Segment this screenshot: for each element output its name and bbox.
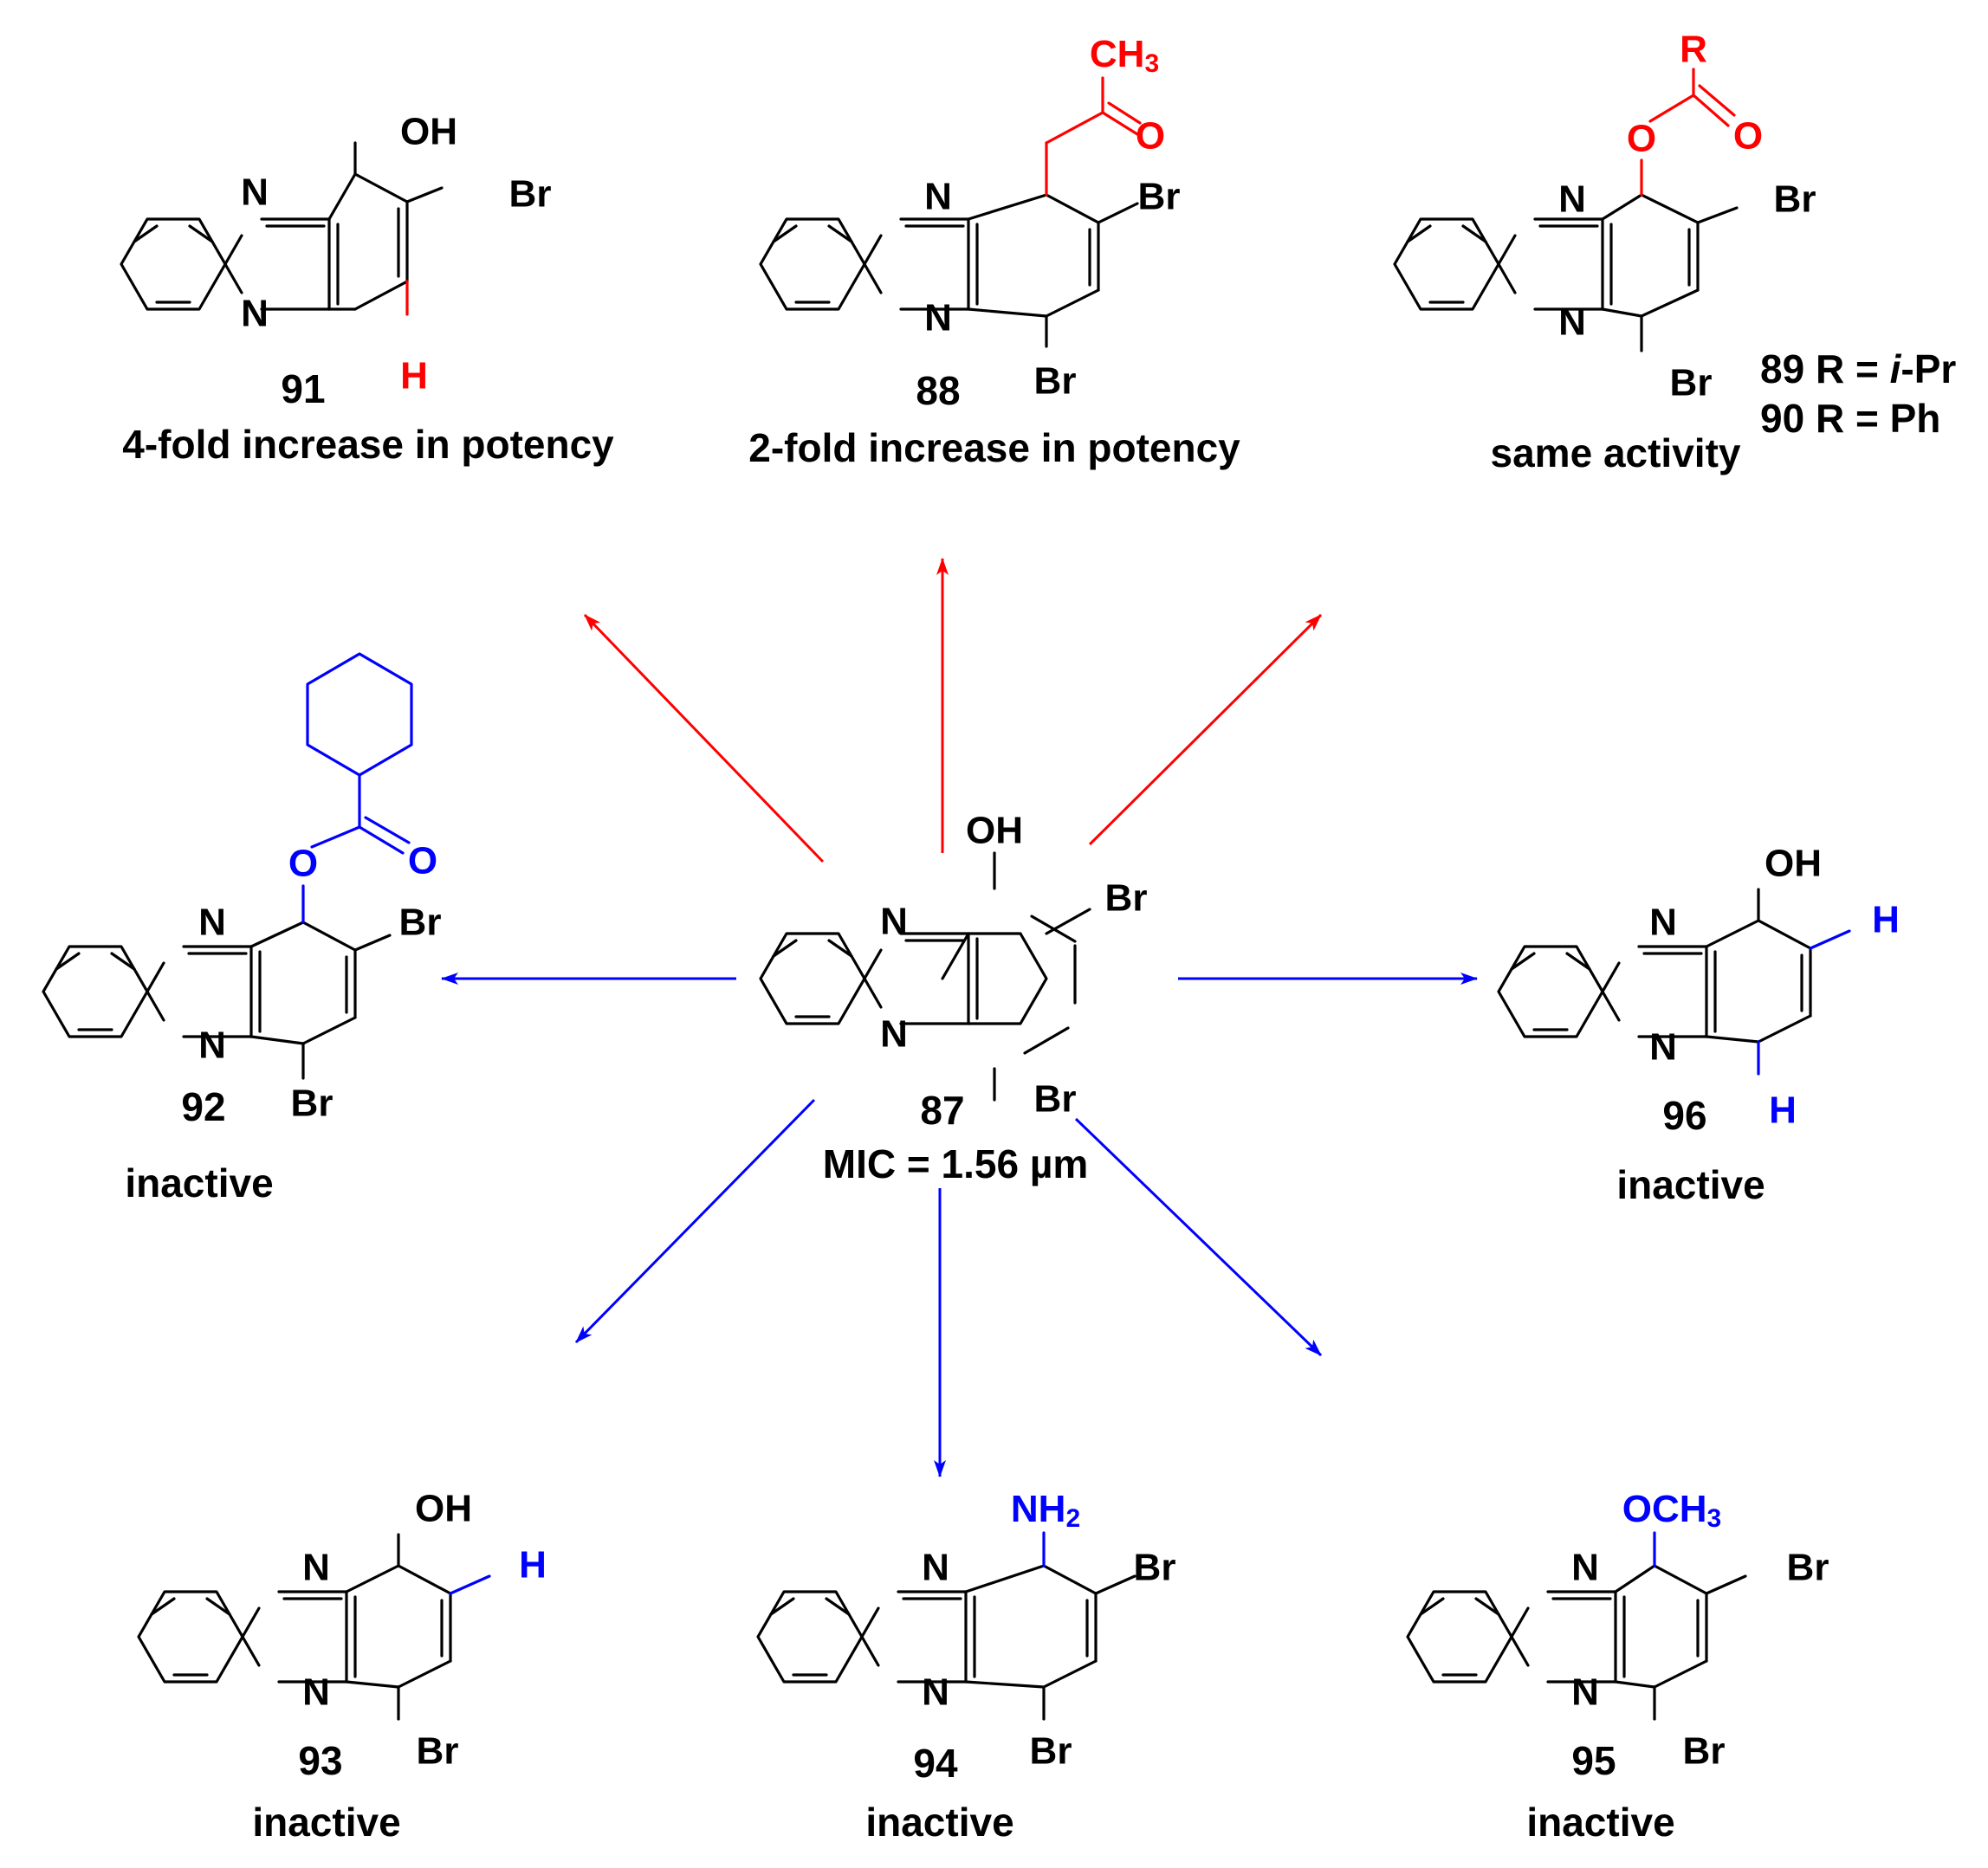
- br-label: Br: [1138, 176, 1181, 218]
- o-carbonyl-label: O: [1733, 115, 1763, 158]
- o-label: O: [1136, 115, 1165, 158]
- br-label: Br: [1105, 877, 1148, 920]
- compound-88: N N CH3 O Br Br 88 2-fold increase in po…: [748, 33, 1240, 471]
- mic-value: MIC = 1.56 µm: [823, 1141, 1088, 1186]
- arrow-to-89-90: [1088, 613, 1323, 846]
- oh-label: OH: [400, 111, 457, 153]
- br-label: Br: [417, 1730, 459, 1773]
- br-label: Br: [1787, 1547, 1829, 1589]
- n-bottom: N: [1571, 1671, 1599, 1714]
- caption: 4-fold increase in potency: [122, 422, 614, 467]
- br-label: Br: [1134, 1547, 1176, 1589]
- n-top: N: [241, 171, 269, 214]
- compound-93: N N OH H Br 93 inactive: [137, 1488, 547, 1845]
- n-bottom: N: [241, 293, 269, 335]
- arrow-to-95: [1074, 1117, 1323, 1357]
- oh-label: OH: [1765, 843, 1822, 885]
- br-label: Br: [509, 173, 552, 216]
- caption: inactive: [125, 1160, 273, 1205]
- compound-89-90: R O O N N Br Br 89 R = i-Pr 90 R = Ph sa…: [1393, 29, 1956, 475]
- compound-92: O O N N Br Br 92 inactive: [42, 652, 442, 1205]
- caption: inactive: [252, 1800, 400, 1845]
- compound-96: N N OH H H 96 inactive: [1497, 843, 1900, 1207]
- n-bottom: N: [922, 1671, 949, 1714]
- oh-label: OH: [415, 1488, 472, 1530]
- n-bottom: N: [880, 1013, 908, 1056]
- arrow-to-93: [574, 1098, 816, 1344]
- n-top: N: [1558, 178, 1586, 221]
- caption: inactive: [865, 1800, 1013, 1845]
- n-bottom: N: [198, 1024, 226, 1067]
- n-bottom: N: [302, 1671, 330, 1714]
- caption: inactive: [1616, 1162, 1765, 1207]
- n-top: N: [198, 902, 226, 944]
- compound-87: N N OH Br Br 87 MIC = 1.56 µm: [759, 810, 1148, 1186]
- n-top: N: [924, 176, 952, 218]
- caption: 2-fold increase in potency: [748, 425, 1240, 470]
- compound-89-label: 89 R = i-Pr: [1760, 346, 1956, 391]
- br-label: Br: [399, 902, 442, 944]
- h-label: H: [400, 355, 428, 398]
- n-top: N: [922, 1547, 949, 1589]
- br-label: Br: [1030, 1730, 1072, 1773]
- r-label: R: [1680, 29, 1707, 71]
- compound-number: 96: [1662, 1093, 1706, 1138]
- compound-number: 87: [920, 1088, 964, 1133]
- o-ester-label: O: [1627, 118, 1656, 160]
- n-top: N: [1571, 1547, 1599, 1589]
- br-label: Br: [1683, 1730, 1726, 1773]
- br-label: Br: [291, 1083, 333, 1125]
- och3-label: OCH3: [1622, 1488, 1721, 1533]
- ch3-label: CH3: [1090, 33, 1159, 78]
- compound-90-label: 90 R = Ph: [1760, 396, 1940, 441]
- h-label: H: [1872, 899, 1900, 941]
- compound-number: 93: [298, 1738, 342, 1783]
- compound-94: NH2 N N Br Br 94 inactive: [756, 1488, 1176, 1845]
- n-top: N: [1649, 902, 1677, 944]
- arrows: [441, 558, 1478, 1477]
- compound-95: OCH3 N N Br Br 95 inactive: [1406, 1488, 1829, 1845]
- br-label: Br: [1670, 362, 1713, 404]
- nh2-label: NH2: [1011, 1488, 1080, 1533]
- br-label: Br: [1034, 1078, 1077, 1121]
- n-top: N: [302, 1547, 330, 1589]
- n-bottom: N: [924, 297, 952, 339]
- n-bottom: N: [1558, 301, 1586, 344]
- o-carbonyl-label: O: [408, 840, 437, 882]
- h-label: H: [519, 1544, 547, 1587]
- br-label: Br: [1774, 178, 1816, 221]
- h-label: H: [1769, 1089, 1797, 1132]
- o-ester-label: O: [288, 843, 318, 885]
- compound-number: 91: [281, 366, 325, 411]
- br-label: Br: [1034, 360, 1077, 403]
- n-bottom: N: [1649, 1026, 1677, 1069]
- compound-number: 88: [916, 368, 960, 413]
- compound-number: 92: [181, 1084, 225, 1129]
- compound-91: N N OH Br H 91 4-fold increase in potenc…: [120, 111, 614, 467]
- caption: same activity: [1491, 430, 1741, 475]
- arrow-to-91: [583, 613, 825, 863]
- n-top: N: [880, 901, 908, 943]
- compound-number: 95: [1571, 1738, 1616, 1783]
- caption: inactive: [1526, 1800, 1674, 1845]
- compound-number: 94: [913, 1741, 958, 1786]
- oh-label: OH: [966, 810, 1023, 852]
- h-bond: [449, 1574, 491, 1595]
